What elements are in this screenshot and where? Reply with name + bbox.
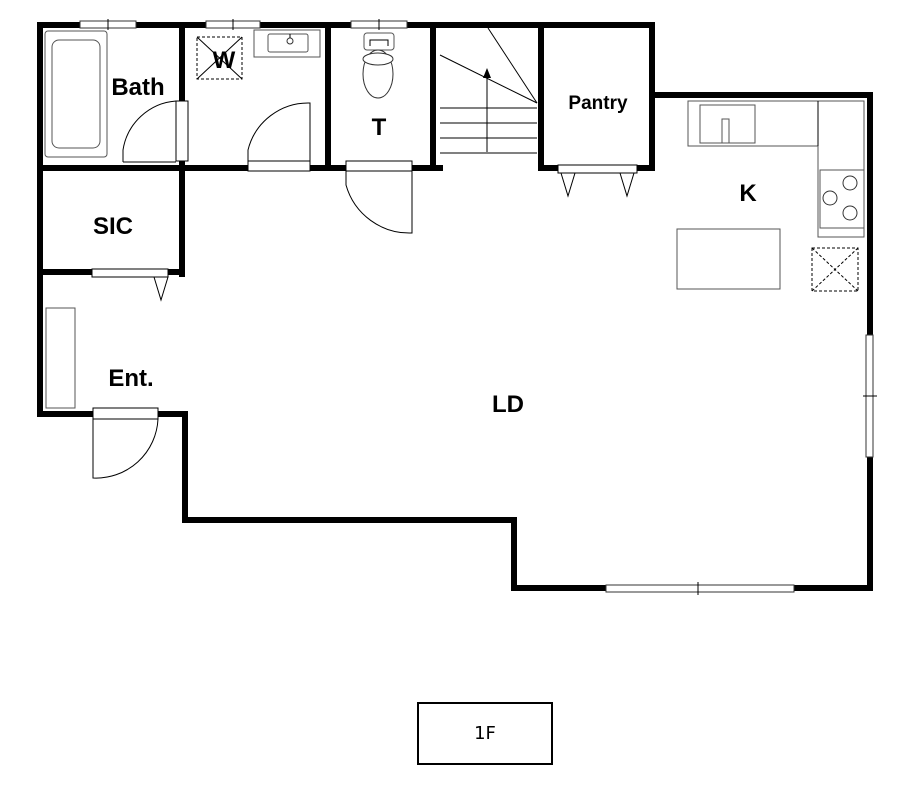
bathtub bbox=[44, 30, 108, 158]
windows bbox=[79, 19, 877, 595]
washbasin bbox=[253, 29, 321, 58]
floor-label: 1F bbox=[474, 723, 496, 744]
room-label-bath: Bath bbox=[111, 74, 164, 101]
room-label-ld: LD bbox=[492, 391, 524, 418]
door-toilet bbox=[345, 160, 413, 234]
room-label-kitchen: K bbox=[739, 180, 757, 207]
interior-walls bbox=[37, 22, 655, 277]
room-label-entrance: Ent. bbox=[108, 365, 153, 392]
staircase bbox=[439, 27, 538, 154]
room-label-washroom: W bbox=[213, 47, 236, 74]
cooktop bbox=[819, 169, 865, 229]
floor-label-box: 1F bbox=[417, 702, 553, 765]
room-label-toilet: T bbox=[372, 114, 387, 141]
window-ld-south bbox=[605, 584, 795, 593]
room-label-pantry: Pantry bbox=[568, 93, 628, 114]
door-washroom bbox=[247, 102, 311, 172]
refrigerator bbox=[811, 247, 859, 292]
kitchen-island bbox=[676, 228, 781, 290]
stair-up-arrow-icon bbox=[483, 68, 491, 78]
shoe-cabinet bbox=[45, 307, 76, 409]
toilet-fixture bbox=[362, 32, 395, 99]
door-bath bbox=[122, 100, 189, 163]
room-label-sic: SIC bbox=[93, 213, 133, 240]
pantry-doors bbox=[557, 164, 638, 198]
sic-door bbox=[91, 268, 169, 302]
door-entrance bbox=[92, 407, 159, 479]
washing-machine bbox=[196, 36, 243, 80]
